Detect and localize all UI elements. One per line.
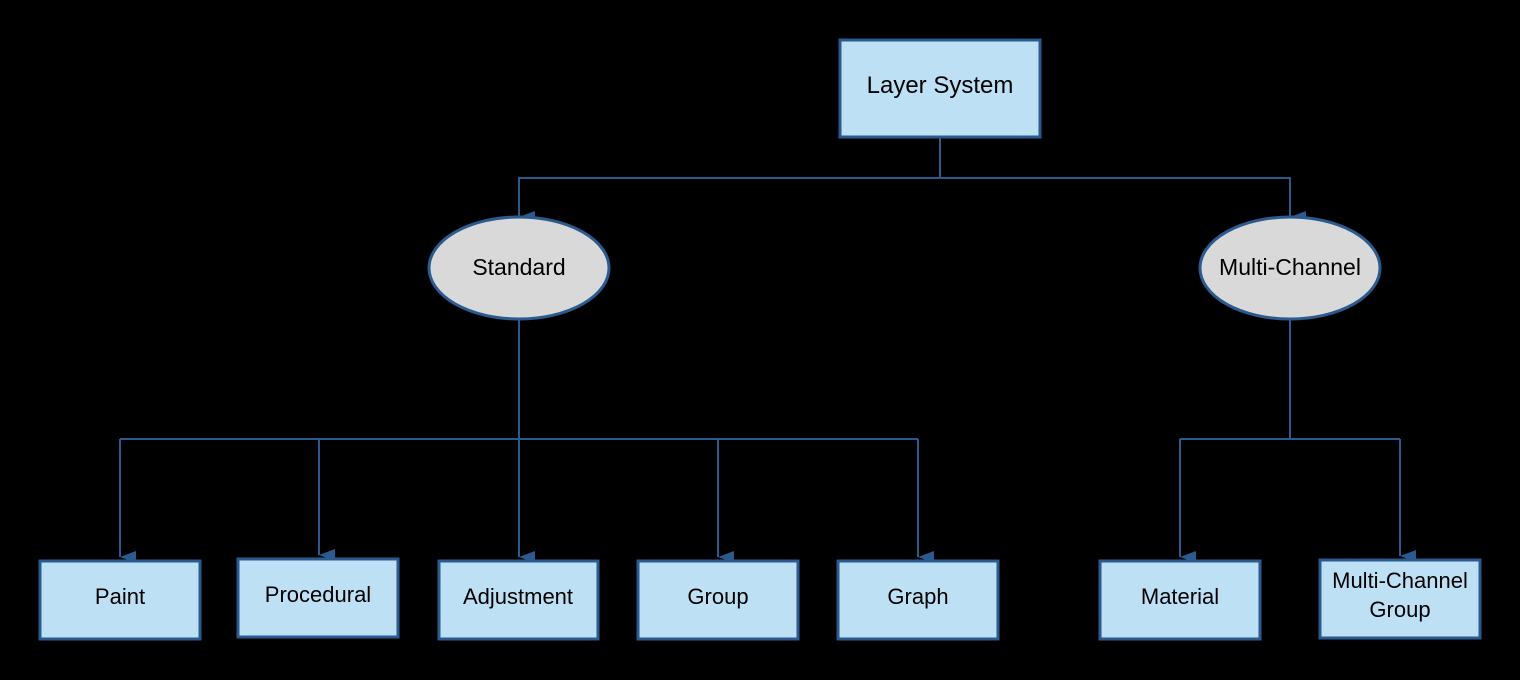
node-group: Group <box>636 559 800 641</box>
node-multi-channel-group-label-line2: Group <box>1369 597 1430 622</box>
node-adjustment: Adjustment <box>437 559 600 641</box>
node-procedural: Procedural <box>236 557 400 639</box>
node-group-label: Group <box>687 584 748 609</box>
node-layer-system-label: Layer System <box>867 72 1014 99</box>
node-multi-channel: Multi-Channel <box>1198 215 1382 321</box>
node-standard: Standard <box>427 215 611 321</box>
node-paint-label: Paint <box>95 584 145 609</box>
node-multi-channel-group: Multi-Channel Group <box>1318 558 1482 640</box>
connector-root-multichannel <box>940 177 1306 223</box>
node-graph: Graph <box>836 559 1000 641</box>
node-layer-system: Layer System <box>838 38 1042 139</box>
node-material: Material <box>1098 559 1262 641</box>
node-standard-label: Standard <box>472 254 565 280</box>
connectors <box>119 137 1416 563</box>
node-material-label: Material <box>1141 584 1219 609</box>
node-paint: Paint <box>38 559 202 641</box>
connector-root-standard <box>518 177 940 223</box>
node-multi-channel-label: Multi-Channel <box>1219 254 1361 280</box>
node-graph-label: Graph <box>887 584 948 609</box>
node-procedural-label: Procedural <box>265 582 371 607</box>
node-adjustment-label: Adjustment <box>463 584 573 609</box>
node-multi-channel-group-label-line1: Multi-Channel <box>1332 568 1468 593</box>
